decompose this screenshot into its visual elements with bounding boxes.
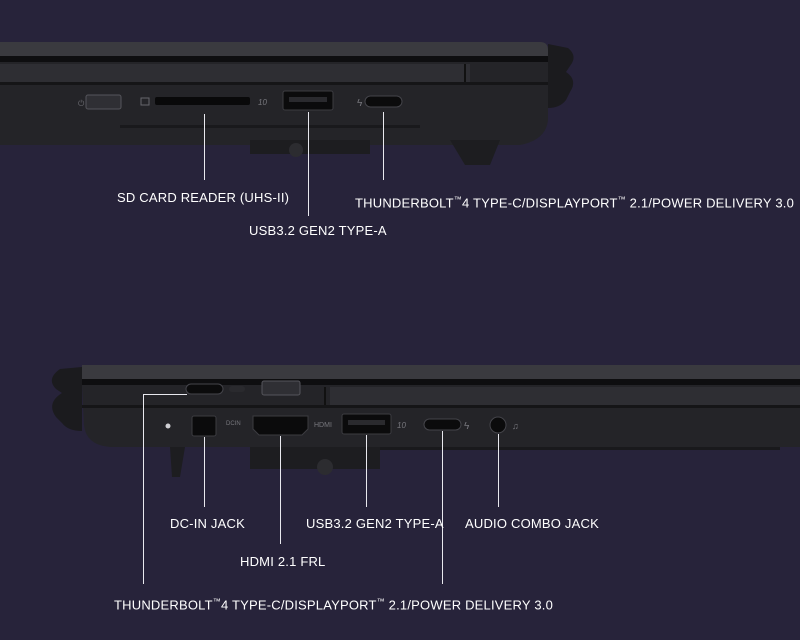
usb-c-port-upper: [185, 383, 224, 395]
status-led: [165, 423, 171, 429]
headset-icon: ♫: [512, 421, 519, 431]
thunderbolt-icon: ϟ: [357, 98, 363, 109]
sd-card-icon: [140, 97, 150, 106]
sd-card-slot: [155, 97, 250, 105]
pointer-line-thunderbolt-lower: [442, 431, 443, 584]
thunderbolt-icon-lower: ϟ: [464, 421, 470, 432]
pointer-line-dc-in: [204, 437, 205, 507]
pointer-line-thunderbolt: [383, 112, 384, 180]
laptop-bottom-side-view: DCIN HDMI 10 ϟ ♫: [51, 365, 800, 477]
laptop-top-side-view: ⏻ 10 ϟ: [0, 42, 574, 165]
audio-jack: [489, 416, 507, 434]
pointer-line-thunderbolt-lower-v: [143, 394, 144, 584]
usb-a-port: [282, 90, 334, 111]
label-thunderbolt-top: THUNDERBOLT™4 TYPE-C/DISPLAYPORT™ 2.1/PO…: [355, 195, 795, 211]
usb-speed-marking-lower: 10: [397, 421, 406, 430]
pointer-line-audio: [498, 434, 499, 507]
usb-a-port-lower: [341, 413, 392, 435]
label-usb-a-bottom: USB3.2 GEN2 TYPE-A: [306, 516, 444, 531]
dc-in-port: [191, 415, 217, 437]
pointer-line-usb-a: [308, 112, 309, 216]
usb-speed-marking: 10: [258, 98, 267, 107]
pointer-line-thunderbolt-lower-h: [143, 394, 187, 395]
hdmi-port: [252, 415, 309, 436]
pointer-line-usb-a-lower: [366, 435, 367, 507]
label-usb-a-top: USB3.2 GEN2 TYPE-A: [249, 223, 387, 238]
dcin-marking: DCIN: [226, 421, 241, 427]
pointer-line-hdmi: [280, 436, 281, 544]
label-audio: AUDIO COMBO JACK: [465, 516, 599, 531]
label-hdmi: HDMI 2.1 FRL: [240, 554, 326, 569]
label-dc-in: DC-IN JACK: [170, 516, 245, 531]
svg-text:⏻: ⏻: [78, 99, 85, 108]
privacy-switch: [261, 380, 301, 396]
usb-c-port: [364, 95, 403, 108]
pointer-line-sd: [204, 114, 205, 180]
usb-c-port-lower: [423, 418, 462, 431]
label-thunderbolt-bottom: THUNDERBOLT™4 TYPE-C/DISPLAYPORT™ 2.1/PO…: [114, 597, 554, 613]
label-sd-card-reader: SD CARD READER (UHS-II): [117, 190, 290, 205]
power-button: ⏻: [78, 94, 122, 110]
hdmi-marking: HDMI: [314, 422, 332, 429]
